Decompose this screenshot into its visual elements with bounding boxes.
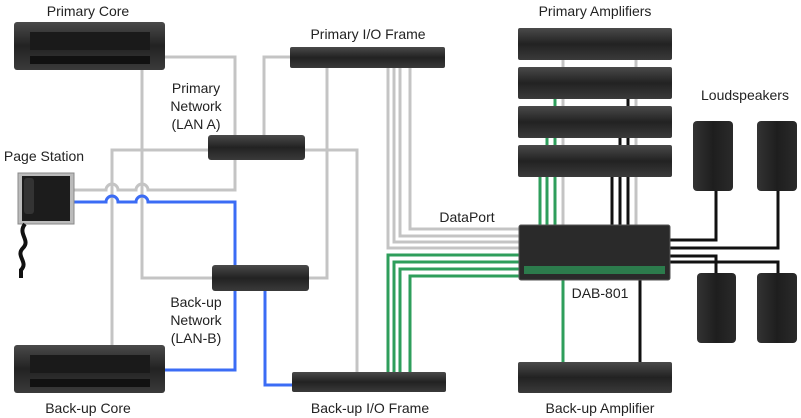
primary-core-label: Primary Core [46, 3, 130, 19]
page-station-label: Page Station [3, 148, 85, 164]
primary-io-frame-device [290, 47, 445, 68]
primary-core-device [14, 22, 165, 70]
lan-a-cables [74, 55, 638, 372]
dab-801-label: DAB-801 [571, 285, 629, 301]
primary-io-label: Primary I/O Frame [310, 26, 426, 42]
backup-dataport-cables [386, 99, 565, 372]
switch-lan-b [212, 265, 309, 291]
switch-lan-a [208, 135, 305, 160]
backup-core-label: Back-up Core [45, 400, 131, 416]
backup-amp-label: Back-up Amplifier [545, 400, 655, 416]
loudspeakers [693, 121, 797, 343]
primary-network-label: Primary Network (LAN A) [170, 80, 222, 132]
dab-801-device [518, 224, 671, 281]
speaker-cables [610, 99, 780, 362]
primary-amps-label: Primary Amplifiers [538, 3, 652, 19]
lan-b-cables [74, 194, 292, 387]
backup-io-label: Back-up I/O Frame [310, 400, 430, 416]
page-station-device [17, 172, 75, 278]
loudspeakers-label: Loudspeakers [701, 87, 789, 103]
primary-amplifiers [518, 28, 672, 177]
backup-core-device [14, 345, 165, 393]
backup-io-frame-device [292, 372, 446, 392]
backup-amplifier-device [518, 362, 672, 393]
backup-network-label: Back-up Network (LAN-B) [170, 294, 222, 346]
dataport-label: DataPort [439, 209, 495, 225]
